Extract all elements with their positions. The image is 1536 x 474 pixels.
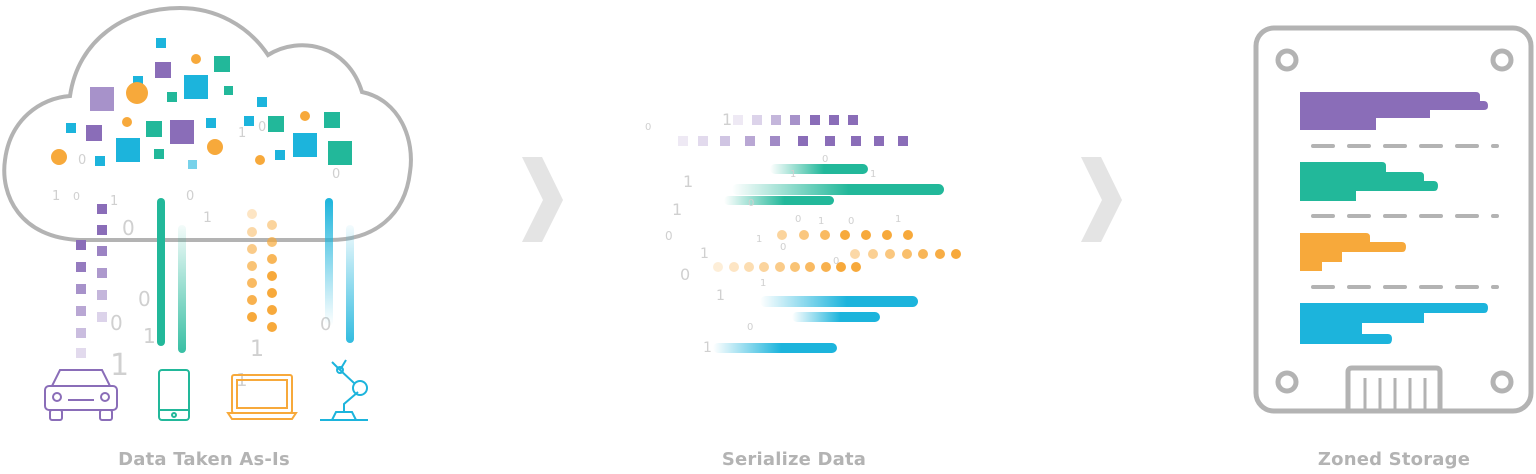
svg-text:0: 0 [320, 314, 331, 335]
svg-text:1: 1 [703, 340, 712, 356]
orange-data-stream [247, 209, 277, 332]
chevron-right-icon [1081, 157, 1122, 242]
svg-text:1: 1 [143, 324, 156, 348]
stage-data-taken-as-is: 0 1 0 1 0 0 1 0 1 0 0 1 0 1 1 1 0 [2, 5, 413, 421]
serialized-orange-row [713, 230, 961, 272]
svg-text:1: 1 [760, 278, 766, 289]
serialize-binary-digits: 1 0 1 1 0 1 0 1 1 1 0 1 0 0 1 0 1 1 0 1 … [645, 110, 901, 356]
svg-text:0: 0 [110, 311, 123, 335]
stage-zoned-storage [1253, 25, 1534, 414]
svg-text:1: 1 [250, 337, 264, 362]
purple-data-stream [76, 204, 107, 358]
svg-text:0: 0 [665, 229, 673, 243]
car-icon [44, 369, 118, 421]
svg-text:0: 0 [795, 214, 801, 225]
svg-text:1: 1 [672, 200, 682, 219]
svg-text:0: 0 [332, 167, 340, 182]
svg-text:0: 0 [645, 122, 651, 133]
phone-icon [158, 369, 190, 421]
cloud-data-shapes [51, 38, 352, 169]
laptop-icon [226, 374, 298, 420]
svg-text:1: 1 [722, 110, 732, 129]
blue-data-stream-fade [346, 225, 354, 343]
chevron-right-icon [522, 157, 563, 242]
green-data-stream-fade [178, 225, 186, 353]
svg-text:1: 1 [110, 194, 118, 209]
svg-text:0: 0 [833, 256, 839, 267]
stage-serialize-data: 1 0 1 1 0 1 0 1 1 1 0 1 0 0 1 0 1 1 0 1 … [645, 110, 961, 356]
svg-text:0: 0 [680, 265, 690, 284]
stage-label-serialize-data: Serialize Data [721, 449, 867, 470]
svg-text:1: 1 [756, 234, 762, 245]
green-data-stream [157, 198, 165, 346]
binary-digits: 0 1 0 1 0 0 1 0 1 0 0 1 0 1 1 1 0 [52, 120, 340, 391]
svg-text:1: 1 [110, 348, 129, 383]
zone-orange [1300, 233, 1406, 271]
svg-text:1: 1 [790, 169, 796, 180]
svg-text:1: 1 [818, 216, 824, 227]
robot-arm-icon [320, 359, 368, 421]
zone-blue [1300, 303, 1488, 344]
svg-text:1: 1 [52, 189, 60, 204]
cloud-icon [2, 5, 413, 242]
svg-text:0: 0 [73, 190, 80, 203]
svg-text:1: 1 [203, 210, 212, 226]
stage-label-zoned-storage: Zoned Storage [1317, 449, 1471, 470]
svg-text:1: 1 [716, 288, 725, 304]
svg-text:0: 0 [822, 154, 828, 165]
serialized-purple-row [678, 115, 908, 146]
svg-text:1: 1 [870, 169, 876, 180]
serialized-blue-row [713, 296, 918, 353]
svg-text:0: 0 [186, 189, 194, 204]
svg-text:0: 0 [848, 216, 854, 227]
svg-text:0: 0 [747, 322, 753, 333]
svg-text:1: 1 [895, 214, 901, 225]
svg-text:1: 1 [700, 246, 709, 262]
stage-label-data-taken-as-is: Data Taken As-Is [118, 449, 290, 470]
blue-data-stream [325, 198, 333, 326]
svg-text:0: 0 [258, 120, 266, 135]
zone-dividers [1311, 144, 1499, 289]
zone-purple [1300, 92, 1488, 130]
zone-green [1300, 162, 1438, 201]
ssd-drive-icon [1253, 25, 1534, 414]
svg-text:1: 1 [238, 126, 246, 141]
svg-text:1: 1 [683, 172, 693, 191]
svg-text:0: 0 [748, 198, 754, 209]
svg-text:0: 0 [122, 216, 135, 240]
svg-text:0: 0 [780, 242, 786, 253]
serialized-green-row [724, 164, 944, 205]
svg-text:0: 0 [138, 287, 151, 311]
svg-text:0: 0 [78, 153, 86, 168]
